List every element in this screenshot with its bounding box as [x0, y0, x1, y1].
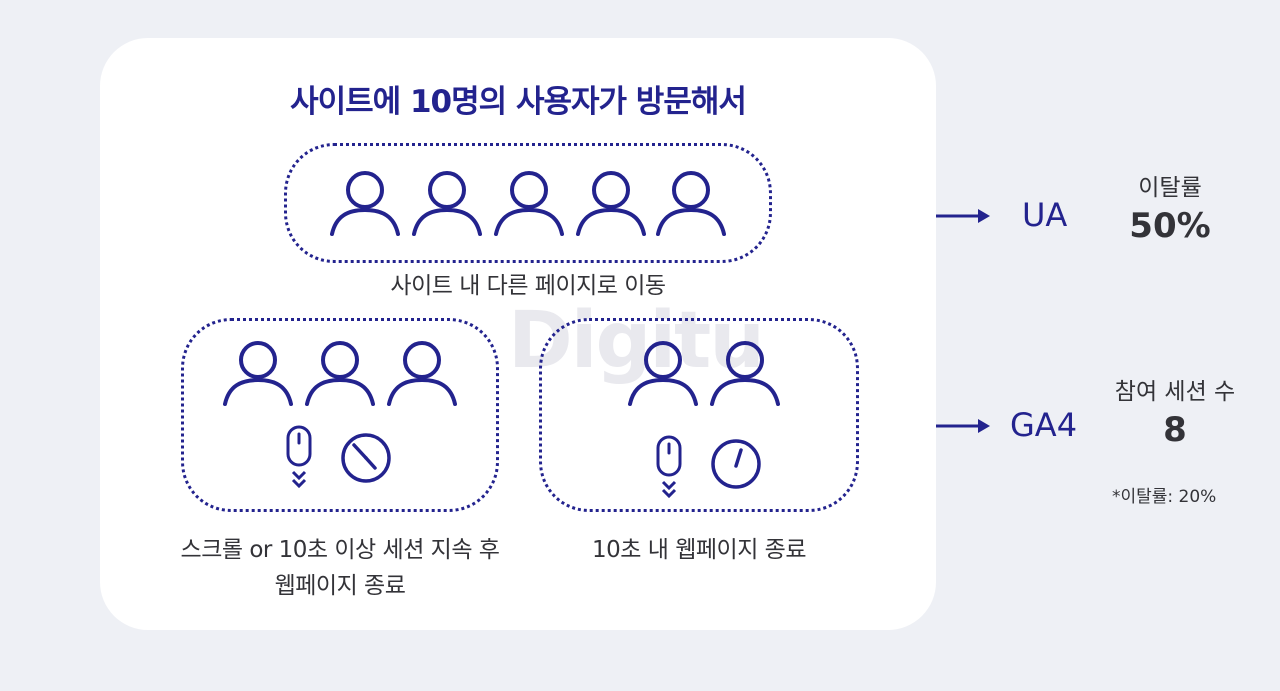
mouse-scroll-icon — [286, 425, 312, 489]
person-icon — [330, 171, 400, 236]
person-icon — [305, 341, 375, 406]
person-icon — [387, 341, 457, 406]
ga4-metric-label: 참여 세션 수 — [1114, 379, 1236, 405]
arrow-right-icon — [936, 419, 990, 433]
caption-engaged-line1: 스크롤 or 10초 이상 세션 지속 후 — [180, 537, 500, 563]
caption-quick-exit: 10초 내 웹페이지 종료 — [592, 537, 806, 563]
person-icon — [710, 341, 780, 406]
diagram-title: 사이트에 10명의 사용자가 방문해서 — [290, 84, 747, 120]
ga4-label: GA4 — [1010, 406, 1078, 444]
mouse-scroll-icon — [656, 435, 682, 499]
diagram-card — [100, 38, 936, 630]
ga4-bounce-note: *이탈률: 20% — [1112, 487, 1217, 507]
person-icon — [494, 171, 564, 236]
ua-metric-value: 50% — [1129, 206, 1211, 246]
ua-label: UA — [1022, 196, 1068, 234]
timer-short-icon — [711, 439, 761, 489]
group-engaged-session — [181, 318, 499, 512]
person-icon — [628, 341, 698, 406]
group-navigate-other-page — [284, 143, 772, 263]
ga4-metric-value: 8 — [1163, 410, 1187, 450]
person-icon — [576, 171, 646, 236]
person-icon — [412, 171, 482, 236]
person-icon — [656, 171, 726, 236]
caption-engaged-line2: 웹페이지 종료 — [274, 573, 406, 599]
person-icon — [223, 341, 293, 406]
group-quick-exit — [539, 318, 859, 512]
caption-navigate-other-page: 사이트 내 다른 페이지로 이동 — [390, 273, 666, 299]
arrow-right-icon — [936, 209, 990, 223]
caption-engaged-session: 스크롤 or 10초 이상 세션 지속 후 웹페이지 종료 — [130, 532, 550, 604]
ua-metric-label: 이탈률 — [1138, 175, 1202, 201]
timer-long-icon — [341, 433, 391, 483]
